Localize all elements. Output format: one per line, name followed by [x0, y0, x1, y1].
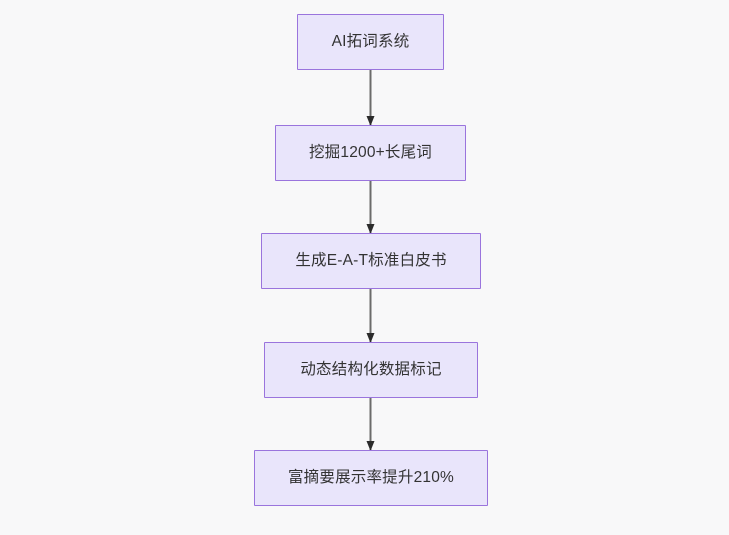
flow-node-label: 富摘要展示率提升210% — [287, 468, 455, 486]
flow-node-mine-longtail-keywords[interactable]: 挖掘1200+长尾词 — [275, 125, 466, 181]
flow-node-rich-snippet-rate-increase[interactable]: 富摘要展示率提升210% — [254, 450, 488, 506]
flow-node-generate-eat-whitepaper[interactable]: 生成E-A-T标准白皮书 — [261, 233, 481, 289]
flow-node-label: 生成E-A-T标准白皮书 — [295, 251, 447, 269]
flow-node-label: 动态结构化数据标记 — [300, 360, 442, 378]
flow-node-ai-keyword-system[interactable]: AI拓词系统 — [297, 14, 444, 70]
flow-node-label: 挖掘1200+长尾词 — [308, 143, 433, 161]
flow-node-label: AI拓词系统 — [331, 32, 410, 50]
flow-node-dynamic-structured-data-markup[interactable]: 动态结构化数据标记 — [264, 342, 478, 398]
